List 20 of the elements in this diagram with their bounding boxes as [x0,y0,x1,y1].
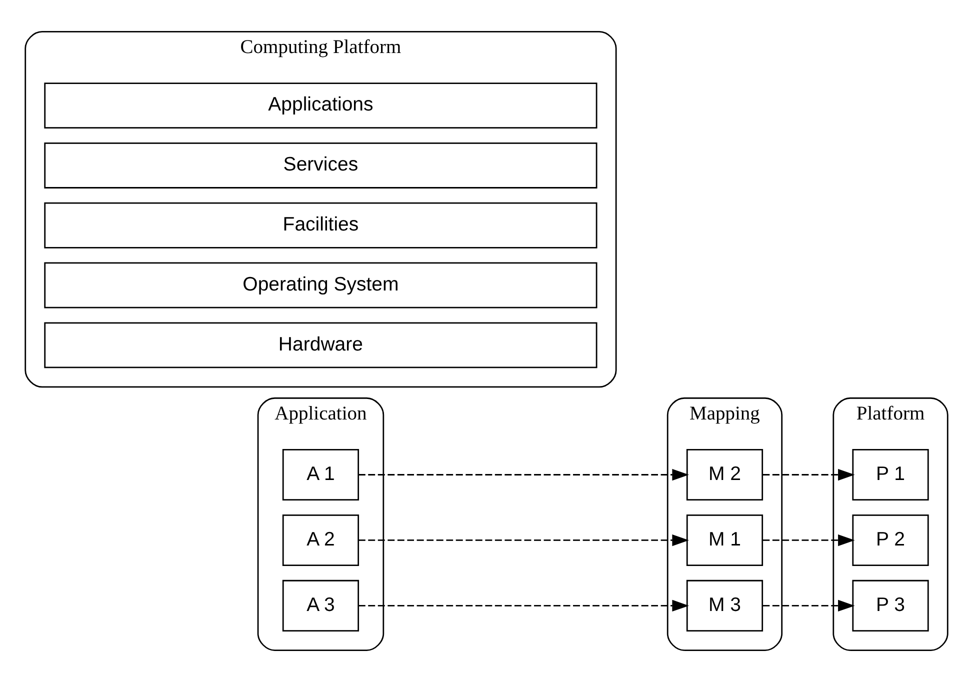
arrow [358,599,689,612]
node-box: Services [44,142,598,188]
node-box: Operating System [44,262,598,308]
node-box: A 3 [282,579,360,631]
node-box: M 2 [686,448,764,500]
node-box: Applications [44,82,598,128]
node-box: P 3 [852,579,929,631]
node-box: A 1 [282,448,360,500]
node-box: P 2 [852,514,929,566]
node-box: Hardware [44,322,598,368]
arrow [358,468,689,480]
node-box: A 2 [282,514,360,566]
arrow [762,534,855,546]
node-box: M 3 [686,579,764,631]
node-box: Facilities [44,202,598,248]
arrow [762,468,855,480]
arrow [762,599,855,612]
arrow [358,534,689,546]
node-box: M 1 [686,514,764,566]
node-box: P 1 [852,448,929,500]
